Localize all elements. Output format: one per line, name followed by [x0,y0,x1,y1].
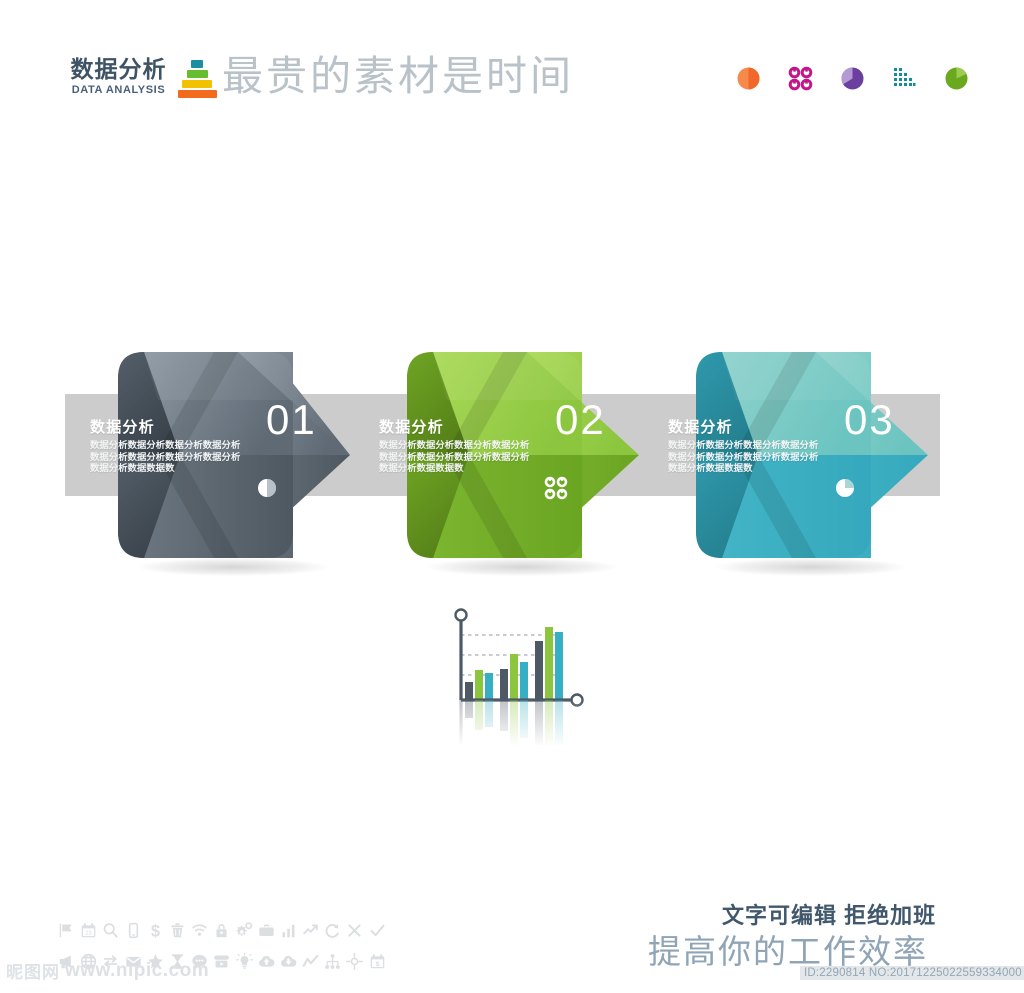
bar-chart-icon [280,922,297,939]
megaphone-icon [58,953,75,970]
page-title: 最贵的素材是时间 [222,53,574,99]
footer-icon-row-1: 23 $ [58,918,408,943]
pyramid-icon [177,60,217,102]
panel-drop-shadow [716,558,906,576]
mini-bar-chart [447,600,587,745]
svg-text:$: $ [375,961,379,968]
header-icon-group [736,66,986,96]
panel-01-body: 数据分析数据分析数据分析数据分析数据分析数据分析数据分析数据分析数据分析数据数据… [90,440,241,474]
calendar-icon: 23 [80,922,97,939]
four-circles-icon [543,475,569,501]
panel-03-number: 03 [844,396,895,443]
globe-icon [80,953,97,970]
panel-03-title: 数据分析 [668,419,733,436]
header: 数据分析 DATA ANALYSIS 最贵的素材是时间 [0,0,1024,130]
briefcase-icon [258,922,275,939]
target-icon [346,953,364,970]
image-id-label: ID:2290814 NO:20171225022559334000 [800,966,1024,980]
dollar-icon: $ [147,922,164,939]
panel-02-title: 数据分析 [379,419,444,436]
footer-icon-grid: 23 $ [58,918,408,970]
watermark-url: www.nipic.com [65,959,210,981]
brand-title-en: DATA ANALYSIS [71,84,166,96]
svg-text:$: $ [151,922,160,939]
watermark-logo: 昵图网 [6,963,60,982]
wifi-icon [191,922,208,939]
panel-02-ribbon-shape [407,352,639,558]
green-pie-icon [944,66,969,91]
panel-03[interactable]: 数据分析 数据分析数据分析数据分析数据分析数据分析数据分析数据分析数据分析数据分… [668,340,1024,600]
transfer-icon [102,953,119,970]
hourglass-icon [169,953,186,970]
refresh-icon [324,922,341,939]
panel-03-ribbon-shape [696,352,928,558]
panel-01-number: 01 [266,396,317,443]
panel-drop-shadow [427,558,617,576]
chat-icon [191,953,208,970]
panel-01-title: 数据分析 [90,419,155,436]
quarter-pie-icon [832,475,858,501]
panel-02[interactable]: 数据分析 数据分析数据分析数据分析数据分析数据分析数据分析数据分析数据分析数据分… [379,340,747,600]
watermark-left: 昵图网 www.nipic.com [6,958,209,983]
mobile-icon [125,922,142,939]
lock-icon [213,922,230,939]
half-circle-pie-icon [254,475,280,501]
footer-headline: 文字可编辑 拒绝加班 [722,903,937,928]
search-icon [102,922,119,939]
check-icon [369,922,386,939]
brand-block: 数据分析 DATA ANALYSIS [56,56,181,97]
calendar-dollar-icon: $ [369,953,386,970]
sitemap-icon [324,953,341,970]
panel-03-body: 数据分析数据分析数据分析数据分析数据分析数据分析数据分析数据分析数据分析数据数据… [668,440,819,474]
teal-dot-bar-chart-icon [892,66,917,91]
footer-icon-row-2: $ [58,949,408,974]
cloud-upload-icon [258,953,275,970]
close-icon [346,922,363,939]
star-icon [147,953,164,970]
panel-drop-shadow [138,558,328,576]
orange-pie-icon [736,66,761,91]
gears-icon [236,922,253,939]
panel-02-body: 数据分析数据分析数据分析数据分析数据分析数据分析数据分析数据分析数据分析数据数据… [379,440,530,474]
trash-icon [169,922,186,939]
panel-01-ribbon-shape [118,352,350,558]
video-icon [213,953,230,970]
line-chart-icon [302,953,319,970]
lightbulb-icon [235,953,253,970]
cloud-download-icon [280,953,297,970]
svg-text:23: 23 [85,931,92,937]
brand-title-cn: 数据分析 [70,56,167,82]
flag-icon [58,922,75,939]
purple-pie-chart-icon [840,66,865,91]
footer-subheadline: 提高你的工作效率 [648,933,928,970]
panel-01[interactable]: 数据分析 数据分析数据分析数据分析数据分析数据分析数据分析数据分析数据分析数据分… [90,340,458,600]
envelope-icon [125,953,142,970]
trend-up-icon [302,922,319,939]
magenta-four-circles-icon [788,66,813,91]
panel-02-number: 02 [555,396,606,443]
